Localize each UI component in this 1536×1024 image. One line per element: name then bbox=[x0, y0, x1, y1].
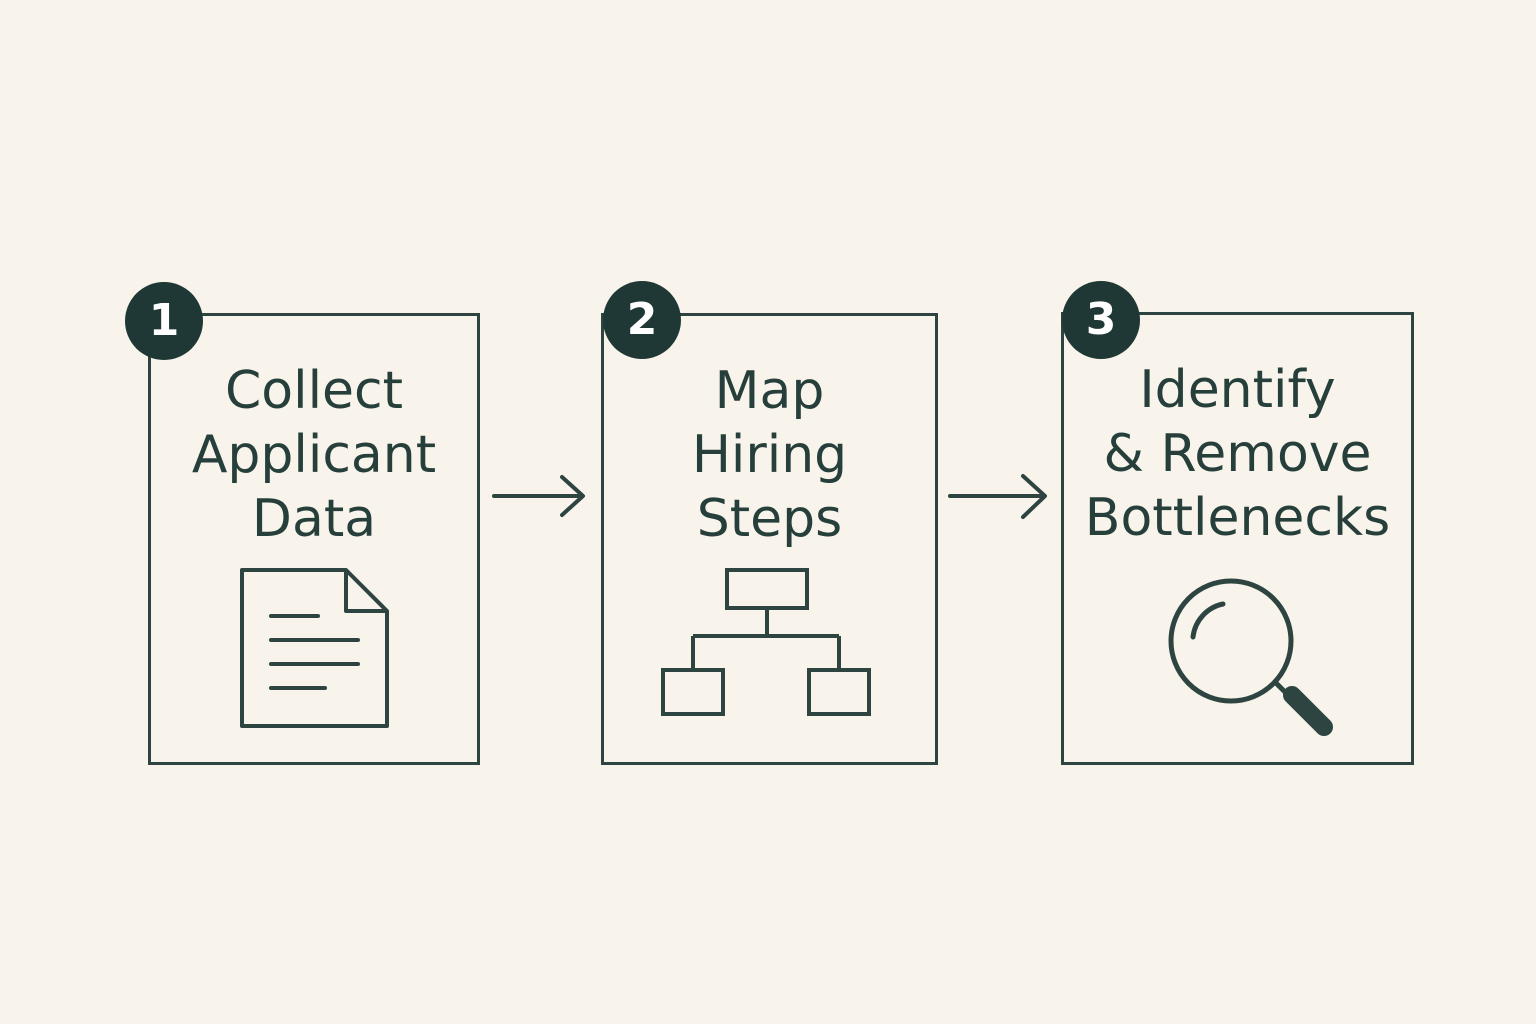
step-title-3: Identify & Remove Bottlenecks bbox=[1064, 358, 1411, 550]
step-card-1: Collect Applicant Data bbox=[148, 313, 480, 765]
magnifying-glass-icon bbox=[1168, 578, 1333, 736]
step-card-2: Map Hiring Steps bbox=[601, 313, 938, 765]
arrow-right-icon bbox=[492, 475, 585, 517]
step-title-line: Identify bbox=[1139, 360, 1336, 420]
step-title-line: Collect bbox=[225, 361, 403, 421]
step-title-line: Hiring bbox=[691, 425, 848, 485]
arrow-right-icon bbox=[948, 474, 1047, 519]
step-title-line: & Remove bbox=[1103, 424, 1372, 484]
step-title-line: Steps bbox=[696, 489, 843, 549]
step-title-line: Map bbox=[714, 361, 825, 421]
document-icon bbox=[240, 568, 389, 728]
step-card-3: Identify & Remove Bottlenecks bbox=[1061, 312, 1414, 765]
step-title-line: Data bbox=[251, 489, 377, 549]
step-badge-2: 2 bbox=[603, 281, 681, 359]
flowchart-icon bbox=[661, 568, 871, 716]
step-title-line: Applicant bbox=[191, 425, 437, 485]
step-badge-3: 3 bbox=[1062, 281, 1140, 359]
step-title-1: Collect Applicant Data bbox=[151, 359, 477, 551]
step-badge-1: 1 bbox=[125, 282, 203, 360]
step-title-line: Bottlenecks bbox=[1084, 488, 1391, 548]
step-title-2: Map Hiring Steps bbox=[604, 359, 935, 551]
